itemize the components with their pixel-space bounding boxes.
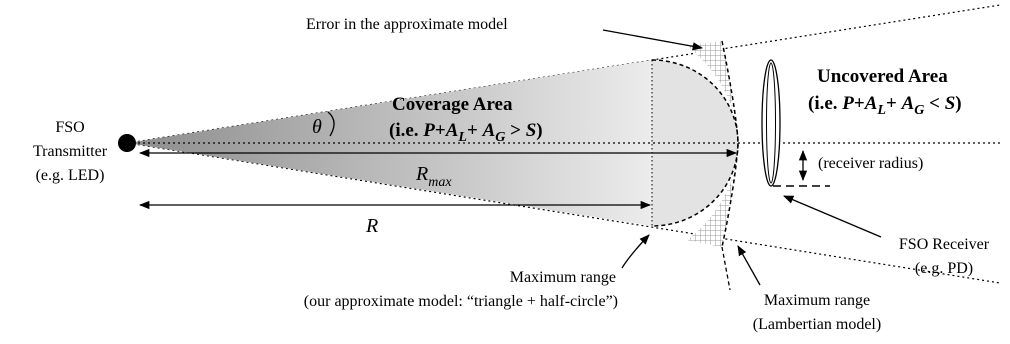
- uncovered-title: Uncovered Area: [817, 66, 948, 87]
- max-range-approx-label-2: (our approximate model: “triangle + half…: [304, 293, 618, 310]
- approx-range-pointer-arrow: [621, 234, 650, 269]
- receiver-pointer-arrow: [783, 195, 882, 238]
- lambertian-boundary-tail: [721, 246, 731, 291]
- transmitter-label-2: Transmitter: [33, 143, 108, 160]
- receiver-label-1: FSO Receiver: [899, 236, 990, 253]
- transmitter-dot: [118, 134, 136, 152]
- rmax-label: Rmax: [415, 163, 452, 190]
- coverage-title: Coverage Area: [392, 94, 513, 115]
- r-label: R: [365, 215, 378, 237]
- receiver-radius-label: (receiver radius): [818, 155, 923, 172]
- transmitter-label-1: FSO: [55, 119, 84, 136]
- max-range-lambertian-label-2: (Lambertian model): [753, 316, 881, 333]
- max-range-lambertian-label-1: Maximum range: [764, 292, 870, 309]
- error-label: Error in the approximate model: [306, 16, 508, 33]
- transmitter-label-3: (e.g. LED): [36, 167, 105, 184]
- coverage-half-circle: [652, 60, 738, 226]
- beam-lower-boundary: [127, 142, 1001, 284]
- error-region-upper: [687, 41, 738, 143]
- lambertian-boundary: [721, 40, 739, 248]
- max-range-approx-label-1: Maximum range: [510, 269, 616, 286]
- coverage-condition: (i.e. P+AL+ AG > S): [389, 120, 543, 145]
- theta-arc: [327, 111, 335, 137]
- error-region-lower: [687, 143, 738, 247]
- coverage-triangle: [128, 60, 652, 226]
- lambertian-range-pointer-arrow: [737, 245, 761, 286]
- receiver-lens-inner: [766, 62, 776, 184]
- approximate-boundary: [651, 59, 739, 227]
- uncovered-condition: (i.e. P+AL+ AG < S): [808, 93, 962, 118]
- receiver-lens: [761, 59, 781, 187]
- error-pointer-arrow: [602, 29, 704, 51]
- receiver-label-2: (e.g. PD): [915, 260, 973, 277]
- theta-symbol: θ: [312, 116, 322, 138]
